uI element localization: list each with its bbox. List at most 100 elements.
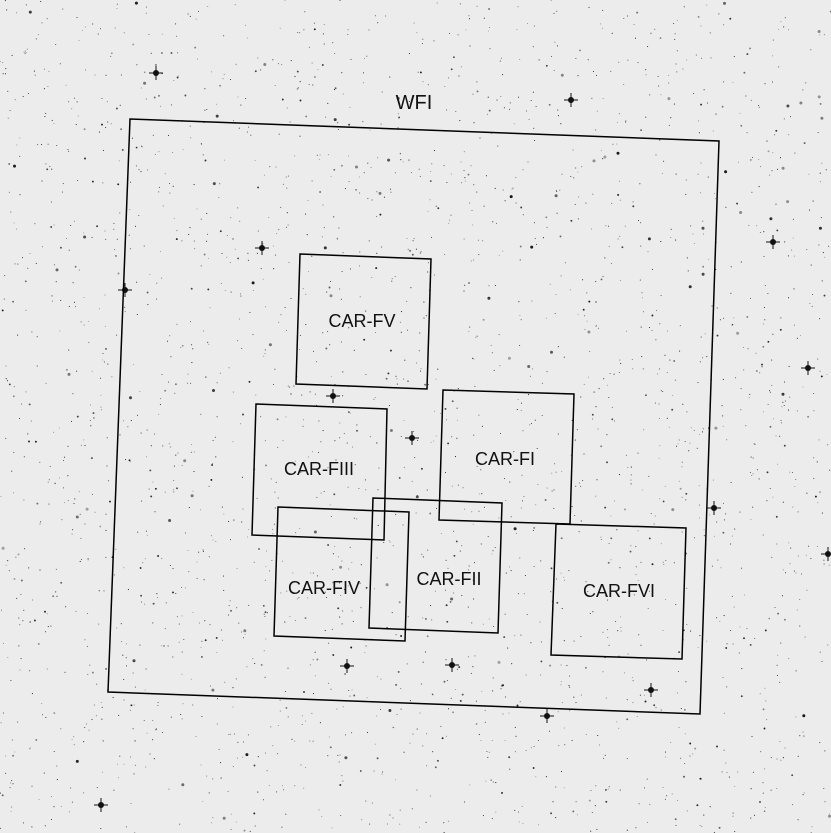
star bbox=[813, 457, 815, 459]
star bbox=[480, 543, 482, 545]
star bbox=[772, 55, 774, 57]
star bbox=[209, 307, 211, 309]
star bbox=[535, 504, 537, 506]
star bbox=[519, 701, 521, 703]
star bbox=[795, 572, 797, 574]
star bbox=[334, 87, 337, 90]
star bbox=[123, 567, 125, 569]
star bbox=[56, 595, 58, 597]
star bbox=[575, 702, 577, 704]
star bbox=[660, 709, 662, 711]
star bbox=[349, 412, 352, 414]
star bbox=[173, 479, 175, 482]
star bbox=[129, 461, 131, 463]
star bbox=[619, 789, 621, 791]
star bbox=[748, 397, 750, 399]
star bbox=[1, 309, 4, 312]
star bbox=[13, 578, 16, 580]
star bbox=[501, 685, 503, 687]
star bbox=[232, 766, 234, 768]
star bbox=[740, 124, 743, 127]
star bbox=[483, 205, 485, 207]
star bbox=[497, 660, 501, 664]
star bbox=[124, 459, 127, 461]
star bbox=[337, 754, 339, 756]
star bbox=[762, 411, 764, 413]
star bbox=[211, 464, 214, 466]
star bbox=[187, 373, 189, 375]
star bbox=[252, 658, 254, 660]
star bbox=[270, 726, 272, 728]
star bbox=[449, 601, 451, 603]
star bbox=[20, 403, 23, 405]
star bbox=[767, 403, 769, 405]
star bbox=[560, 770, 563, 773]
star bbox=[679, 325, 681, 327]
star bbox=[617, 238, 619, 240]
star bbox=[311, 180, 313, 182]
star bbox=[45, 716, 47, 718]
star bbox=[402, 161, 404, 163]
star bbox=[756, 225, 758, 227]
star bbox=[204, 620, 206, 622]
star bbox=[486, 750, 488, 753]
star bbox=[11, 54, 13, 56]
star bbox=[451, 485, 453, 487]
star bbox=[133, 704, 135, 706]
star bbox=[150, 495, 153, 498]
star bbox=[248, 380, 251, 383]
star bbox=[8, 163, 11, 165]
star bbox=[413, 237, 415, 239]
star bbox=[377, 22, 379, 24]
star bbox=[712, 130, 714, 132]
star bbox=[626, 718, 629, 721]
star bbox=[574, 439, 576, 441]
star bbox=[448, 219, 451, 221]
star bbox=[286, 212, 288, 214]
star bbox=[783, 444, 786, 447]
star bbox=[746, 132, 748, 134]
star bbox=[811, 305, 813, 307]
star bbox=[820, 116, 824, 120]
star bbox=[322, 204, 324, 206]
star bbox=[715, 198, 717, 200]
star bbox=[683, 775, 685, 778]
star bbox=[368, 29, 370, 31]
star bbox=[101, 718, 103, 720]
star bbox=[749, 471, 752, 474]
star bbox=[304, 617, 307, 620]
star bbox=[196, 58, 198, 60]
star bbox=[681, 466, 683, 468]
star bbox=[588, 6, 590, 8]
star bbox=[644, 394, 647, 397]
star bbox=[374, 743, 376, 745]
star bbox=[631, 676, 634, 679]
star bbox=[772, 152, 774, 154]
star bbox=[389, 814, 391, 816]
star bbox=[146, 732, 148, 734]
star bbox=[451, 436, 453, 438]
star bbox=[296, 70, 299, 73]
star bbox=[110, 123, 112, 125]
star bbox=[4, 73, 7, 75]
star bbox=[639, 694, 641, 696]
star bbox=[603, 155, 607, 159]
star bbox=[514, 809, 516, 811]
star bbox=[27, 433, 29, 435]
star bbox=[534, 139, 536, 142]
star bbox=[823, 559, 825, 561]
star bbox=[397, 113, 399, 115]
star bbox=[452, 56, 455, 59]
star bbox=[603, 378, 605, 380]
star bbox=[629, 550, 632, 553]
star bbox=[221, 252, 223, 254]
star bbox=[268, 216, 270, 218]
star bbox=[430, 605, 432, 607]
star bbox=[168, 519, 172, 522]
star bbox=[190, 287, 193, 290]
star bbox=[10, 782, 12, 784]
star bbox=[660, 708, 662, 710]
star bbox=[164, 173, 166, 175]
star bbox=[553, 69, 555, 71]
star bbox=[673, 562, 675, 564]
